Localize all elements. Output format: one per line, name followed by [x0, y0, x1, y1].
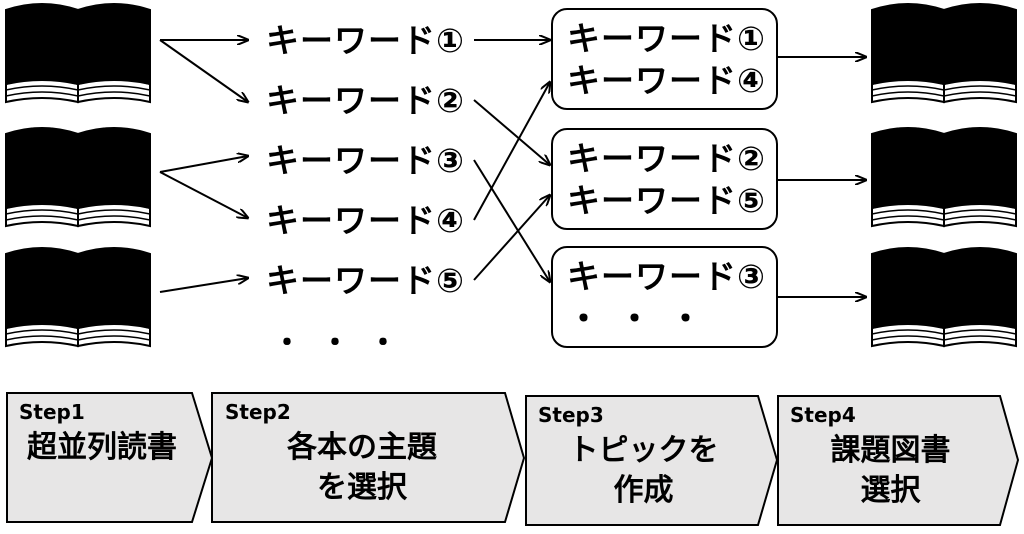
topic-3-line-1: キーワード③ [567, 257, 766, 296]
step3-label: Step3 [538, 403, 604, 427]
topic-2-line-2: キーワード⑤ [567, 181, 766, 220]
arrow-kw2-topic2 [473, 99, 550, 165]
keyword-1: キーワード① [266, 21, 465, 60]
topic-3-line-2: ・・・ [567, 299, 720, 338]
topic-box-2: キーワード② キーワード⑤ [551, 128, 778, 230]
step2-chevron [211, 392, 526, 523]
arrow-book1-kw2 [159, 39, 248, 102]
topic-2-line-1: キーワード② [567, 139, 766, 178]
keyword-3: キーワード③ [266, 141, 465, 180]
source-book-1 [5, 3, 151, 103]
step2-label: Step2 [225, 400, 291, 424]
step1-chevron [6, 392, 214, 523]
step4-label: Step4 [790, 403, 856, 427]
keyword-2: キーワード② [266, 81, 465, 120]
arrow-book3-kw5 [159, 278, 248, 293]
step3-title: トピックを 作成 [568, 433, 719, 508]
topic-box-3: キーワード③ ・・・ [551, 246, 778, 348]
source-book-3 [5, 247, 151, 347]
step4-chevron [777, 395, 1020, 526]
step3-chevron [525, 395, 779, 526]
topic-box-1: キーワード① キーワード④ [551, 8, 778, 110]
arrow-kw3-topic3 [473, 159, 550, 282]
step2-title: 各本の主題 を選択 [287, 430, 437, 505]
step1-label: Step1 [19, 400, 85, 424]
result-book-2 [871, 127, 1017, 227]
arrow-book2-kw3 [159, 156, 248, 173]
source-book-2 [5, 127, 151, 227]
topic-1-line-1: キーワード① [567, 19, 766, 58]
keyword-4: キーワード④ [266, 201, 465, 240]
arrow-book2-kw4 [159, 171, 248, 218]
step4-title: 課題図書 選択 [830, 433, 951, 508]
step1-title: 超並列読書 [27, 430, 177, 465]
topic-1-line-2: キーワード④ [567, 61, 766, 100]
arrow-kw5-topic2 [473, 195, 550, 281]
arrow-kw4-topic1 [473, 82, 550, 221]
keyword-ellipsis: ・・・ [272, 326, 416, 361]
result-book-1 [871, 3, 1017, 103]
result-book-3 [871, 247, 1017, 347]
keyword-5: キーワード⑤ [266, 261, 465, 300]
